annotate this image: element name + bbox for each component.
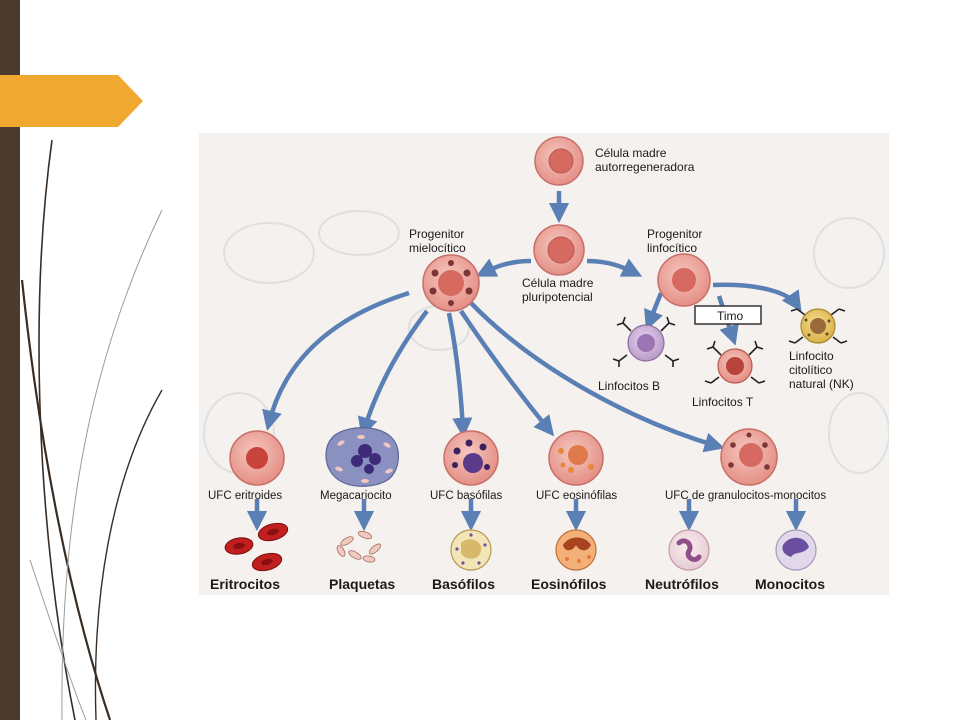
nk-label-1: Linfocito	[789, 349, 834, 363]
pluripotent-label-2: pluripotencial	[522, 290, 593, 304]
self-renewing-label-1: Célula madre	[595, 146, 667, 160]
erythrocytes-label: Eritrocitos	[210, 576, 280, 592]
cfu-erythroid-cell	[229, 430, 285, 486]
myeloid-progenitor-cell	[422, 254, 480, 312]
neutrophils-label: Neutrófilos	[645, 576, 719, 592]
cfu-eosinophil-label: UFC eosinófilas	[536, 490, 617, 502]
neutrophils-cell	[668, 529, 710, 571]
myeloid-progenitor-label-1: Progenitor	[409, 227, 464, 241]
self-renewing-label-2: autorregeneradora	[595, 160, 695, 174]
erythrocytes-cells	[224, 522, 289, 572]
pluripotent-label-1: Célula madre	[522, 276, 594, 290]
t-lymphocyte-cell	[704, 340, 766, 384]
arrows	[246, 191, 807, 532]
cfu-gm-label: UFC de granulocitos-monocitos	[665, 490, 826, 502]
myeloid-progenitor-label-2: mielocítico	[409, 241, 466, 255]
megakaryocyte-cell	[325, 427, 399, 487]
cfu-gm-cell	[720, 428, 778, 486]
lymphoid-progenitor-label-2: linfocítico	[647, 241, 697, 255]
basophils-label: Basófilos	[432, 576, 495, 592]
eosinophils-label: Eosinófilos	[531, 576, 607, 592]
thymus-box	[694, 305, 762, 325]
cfu-basophil-label: UFC basófilas	[430, 490, 502, 502]
pluripotent-stem-cell	[533, 224, 585, 276]
thymus-label: Timo	[717, 309, 744, 323]
basophils-cell	[450, 529, 492, 571]
nk-label-2: citolítico	[789, 363, 833, 377]
platelets-label: Plaquetas	[329, 576, 395, 592]
self-renewing-stem-cell	[534, 136, 584, 186]
eosinophils-cell	[555, 529, 597, 571]
cfu-erythroid-label: UFC eritroides	[208, 490, 282, 502]
cfu-basophil-cell	[443, 430, 499, 486]
accent-tab	[0, 75, 143, 127]
monocytes-label: Monocitos	[755, 576, 825, 592]
lymphoid-progenitor-label-1: Progenitor	[647, 227, 702, 241]
platelets-cells	[336, 530, 382, 563]
t-lymphocytes-label: Linfocitos T	[692, 395, 754, 409]
lymphoid-progenitor-cell	[657, 253, 711, 307]
slide-left-bar	[0, 0, 20, 720]
b-lymphocytes-label: Linfocitos B	[598, 379, 660, 393]
monocytes-cell	[775, 529, 817, 571]
cfu-eosinophil-cell	[548, 430, 604, 486]
nk-cell	[788, 308, 848, 344]
megakaryocyte-label: Megacariocito	[320, 490, 392, 502]
hematopoiesis-diagram: Célula madre autorregeneradora Célula ma…	[199, 133, 889, 595]
b-lymphocyte-cell	[612, 316, 680, 367]
decorative-swoosh-lines	[20, 139, 163, 720]
nk-label-3: natural (NK)	[789, 377, 854, 391]
